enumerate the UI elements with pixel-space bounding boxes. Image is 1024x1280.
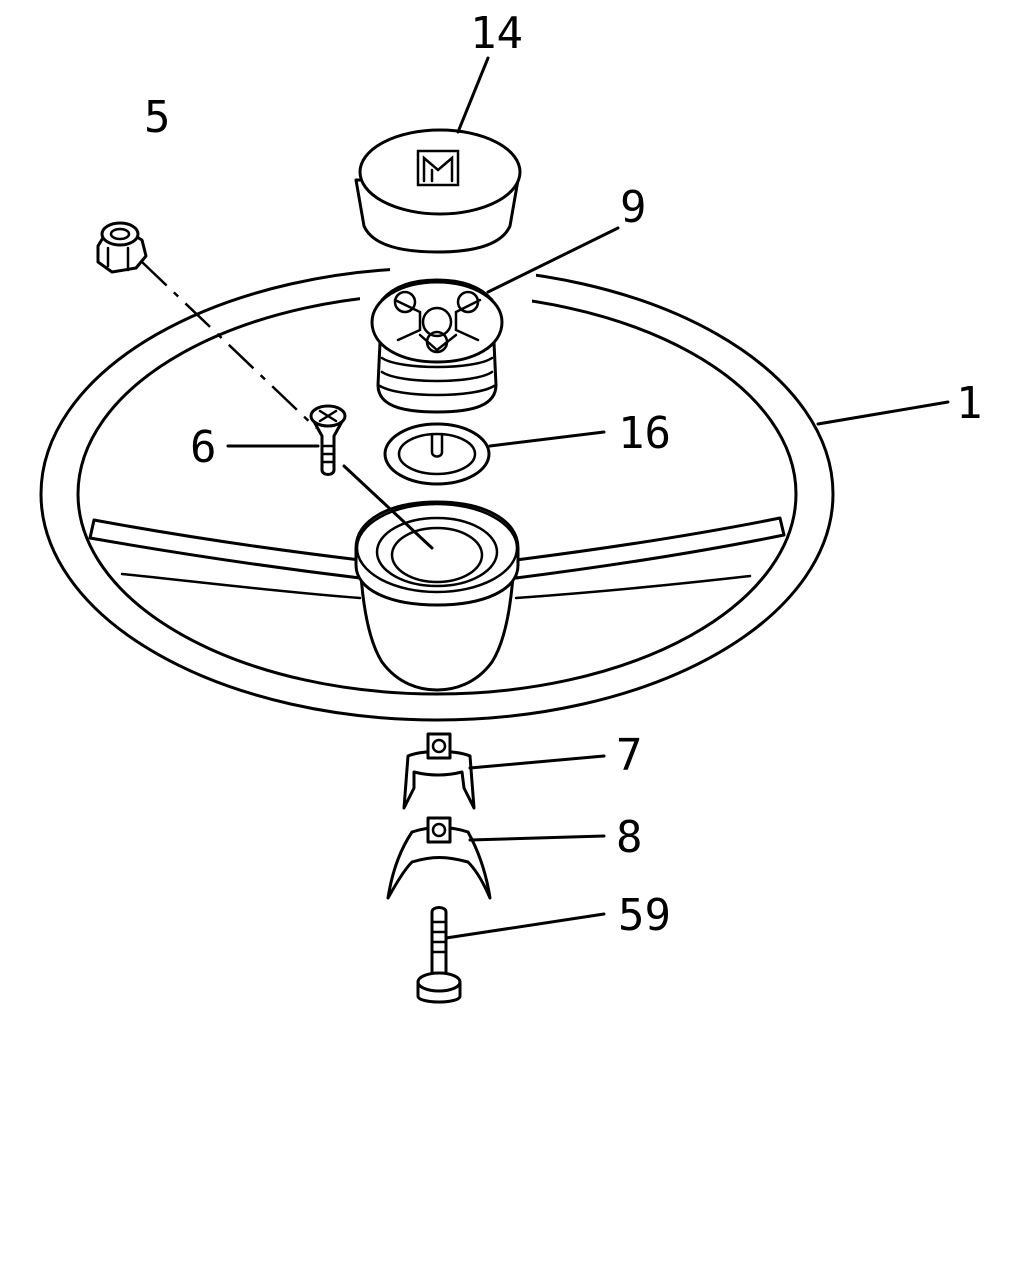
callout-1: 1 [956,378,983,429]
callout-14: 14 [470,8,523,59]
callout-5: 5 [144,92,171,143]
callout-59: 59 [618,890,671,941]
clip-upper [402,732,476,810]
callout-16: 16 [618,408,671,459]
horn-cap [354,128,522,254]
countersunk-screw [309,404,347,476]
bolt [416,906,462,1004]
contact-ring [383,422,491,486]
steering-wheel-rim [39,266,835,722]
hub-cup [354,500,520,607]
callout-6: 6 [190,422,217,473]
nut [96,221,148,274]
leader-lines [141,56,950,940]
contact-plate [370,278,504,414]
callout-8: 8 [616,812,643,863]
callout-7: 7 [616,730,643,781]
bracket-lower [386,816,492,900]
callout-9: 9 [620,182,647,233]
